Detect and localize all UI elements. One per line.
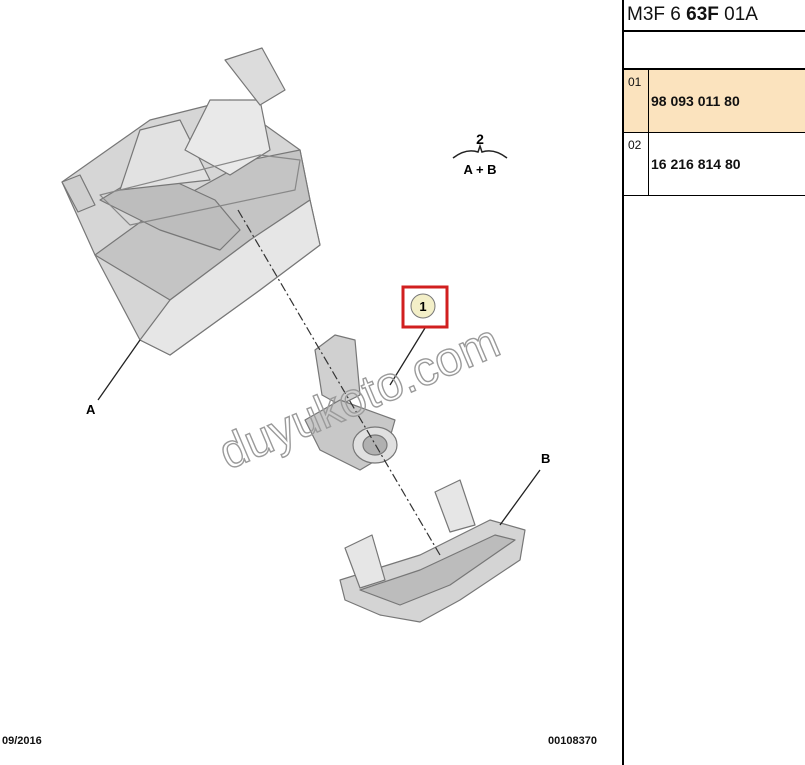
part-index: 02 <box>624 133 649 195</box>
part-number: 98 093 011 80 <box>651 93 740 109</box>
leader-line-a <box>97 339 141 401</box>
panel-divider <box>622 0 624 765</box>
exploded-parts-diagram: A B 1 2 A + B duyukoto.com <box>61 47 550 623</box>
footer-date: 09/2016 <box>2 735 42 747</box>
reference-suffix: 01A <box>724 4 758 25</box>
part-row-02[interactable]: 02 16 216 814 80 <box>624 133 805 196</box>
part-row-01[interactable]: 01 98 093 011 80 <box>624 70 805 133</box>
part-b-base <box>339 479 526 623</box>
reference-prefix: M3F 6 <box>627 4 681 25</box>
group-brace <box>452 143 508 159</box>
label-b: B <box>541 451 550 466</box>
part-number: 16 216 814 80 <box>651 156 741 172</box>
leader-line-1 <box>389 327 426 386</box>
leader-line-b <box>499 469 541 526</box>
callout-1-label: 1 <box>419 299 426 314</box>
part-index: 01 <box>624 70 649 132</box>
part-a-bracket <box>61 47 321 356</box>
callout-1-circle <box>410 293 436 319</box>
callout-1-highlight[interactable] <box>401 285 449 329</box>
footer-doc-number: 00108370 <box>548 735 597 747</box>
header-blank-row <box>624 30 805 70</box>
label-a: A <box>86 402 96 417</box>
reference-code: M3F 6 63F 01A <box>624 0 805 30</box>
assembly-axis-line <box>237 209 441 556</box>
reference-code-bold: 63F <box>686 4 719 25</box>
group-number: 2 <box>476 131 484 147</box>
group-formula: A + B <box>463 162 496 177</box>
